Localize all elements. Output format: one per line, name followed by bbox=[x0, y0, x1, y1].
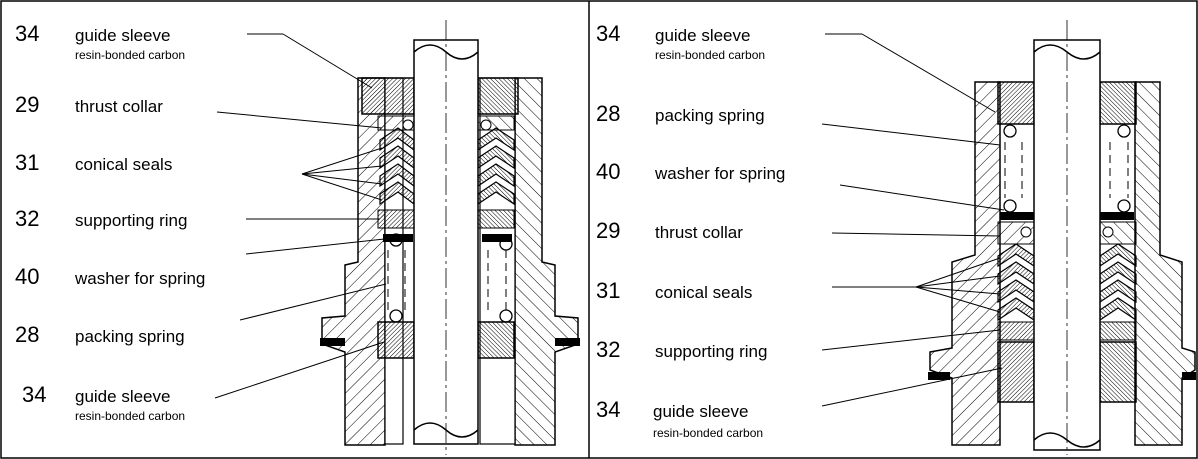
label-number: 32 bbox=[596, 337, 620, 362]
label-sub: resin-bonded carbon bbox=[75, 409, 185, 423]
label-number: 40 bbox=[15, 264, 39, 289]
label-number: 32 bbox=[15, 206, 39, 231]
label-name: guide sleeve bbox=[653, 402, 748, 421]
label-name: packing spring bbox=[655, 106, 765, 125]
label-number: 28 bbox=[596, 101, 620, 126]
label-name: conical seals bbox=[655, 283, 752, 302]
label-number: 34 bbox=[22, 382, 46, 407]
label-name: thrust collar bbox=[655, 223, 743, 242]
label-name: supporting ring bbox=[655, 342, 767, 361]
label-name: guide sleeve bbox=[655, 26, 750, 45]
label-sub: resin-bonded carbon bbox=[653, 426, 763, 440]
label-number: 31 bbox=[15, 150, 39, 175]
label-sub: resin-bonded carbon bbox=[655, 48, 765, 62]
label-name: thrust collar bbox=[75, 97, 163, 116]
label-name: packing spring bbox=[75, 327, 185, 346]
left-drawing bbox=[320, 20, 580, 455]
left-leaders bbox=[214, 33, 395, 399]
label-name: conical seals bbox=[75, 155, 172, 174]
right-labels: 34 guide sleeve resin-bonded carbon 28 p… bbox=[596, 21, 785, 440]
label-name: washer for spring bbox=[74, 269, 205, 288]
label-number: 31 bbox=[596, 278, 620, 303]
label-name: supporting ring bbox=[75, 211, 187, 230]
label-number: 34 bbox=[596, 21, 620, 46]
right-leaders bbox=[821, 33, 1005, 407]
label-number: 34 bbox=[596, 397, 620, 422]
label-number: 29 bbox=[15, 92, 39, 117]
label-name: washer for spring bbox=[654, 164, 785, 183]
label-name: guide sleeve bbox=[75, 387, 170, 406]
label-number: 40 bbox=[596, 159, 620, 184]
right-drawing bbox=[928, 20, 1196, 455]
label-sub: resin-bonded carbon bbox=[75, 48, 185, 62]
label-number: 34 bbox=[15, 21, 39, 46]
left-labels: 34 guide sleeve resin-bonded carbon 29 t… bbox=[15, 21, 205, 423]
label-name: guide sleeve bbox=[75, 26, 170, 45]
label-number: 28 bbox=[15, 322, 39, 347]
label-number: 29 bbox=[596, 218, 620, 243]
